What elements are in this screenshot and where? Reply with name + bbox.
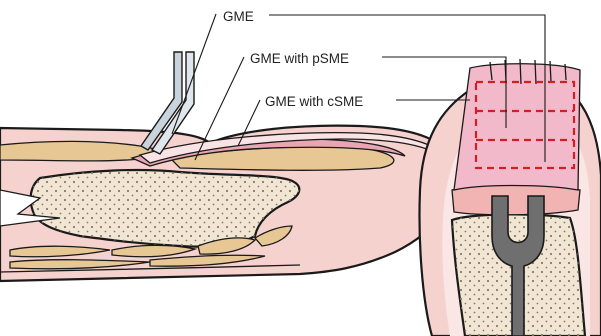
label-gme-text: GME [223,9,254,24]
label-gme-csme-text: GME with cSME [265,94,363,109]
finger-dorsal-view [420,59,601,336]
nail-matrix-band [452,184,580,215]
finger-cross-section [0,126,456,281]
label-gme-psme-text: GME with pSME [250,51,349,66]
